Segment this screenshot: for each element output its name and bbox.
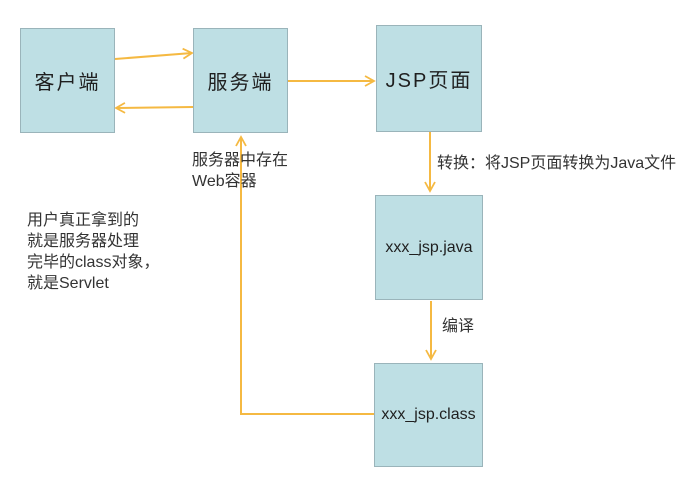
arrow-client-to-server xyxy=(114,47,194,60)
node-jsp-java: xxx_jsp.java xyxy=(375,195,483,300)
annotation-web-container-line1: 服务器中存在 xyxy=(192,152,289,169)
node-jsp-class: xxx_jsp.class xyxy=(374,363,483,467)
node-client: 客户端 xyxy=(20,28,115,133)
node-jsp-class-label: xxx_jsp.class xyxy=(381,406,476,423)
annotation-user-note-line2: 就是服务器处理 xyxy=(27,233,140,250)
node-jsp-page-label: JSP页面 xyxy=(385,70,473,92)
annotation-convert: 转换：将JSP页面转换为Java文件 xyxy=(437,153,676,174)
node-server: 服务端 xyxy=(193,28,288,133)
annotation-user-note-line3: 完毕的class对象， xyxy=(27,254,160,271)
annotation-web-container-line2: Web容器 xyxy=(192,173,257,190)
arrow-server-to-client xyxy=(114,102,194,114)
node-server-label: 服务端 xyxy=(207,72,274,94)
annotation-compile-text: 编译 xyxy=(442,318,475,335)
annotation-convert-text: 转换：将JSP页面转换为Java文件 xyxy=(437,155,677,172)
annotation-user-note-line1: 用户真正拿到的 xyxy=(27,212,140,229)
annotation-user-note: 用户真正拿到的 就是服务器处理 完毕的class对象， 就是Servlet xyxy=(27,210,159,294)
annotation-user-note-line4: 就是Servlet xyxy=(27,275,109,292)
node-client-label: 客户端 xyxy=(34,72,101,94)
node-jsp-page: JSP页面 xyxy=(376,25,482,132)
node-jsp-java-label: xxx_jsp.java xyxy=(385,238,473,256)
annotation-web-container: 服务器中存在 Web容器 xyxy=(192,150,288,192)
annotation-compile: 编译 xyxy=(442,316,474,337)
